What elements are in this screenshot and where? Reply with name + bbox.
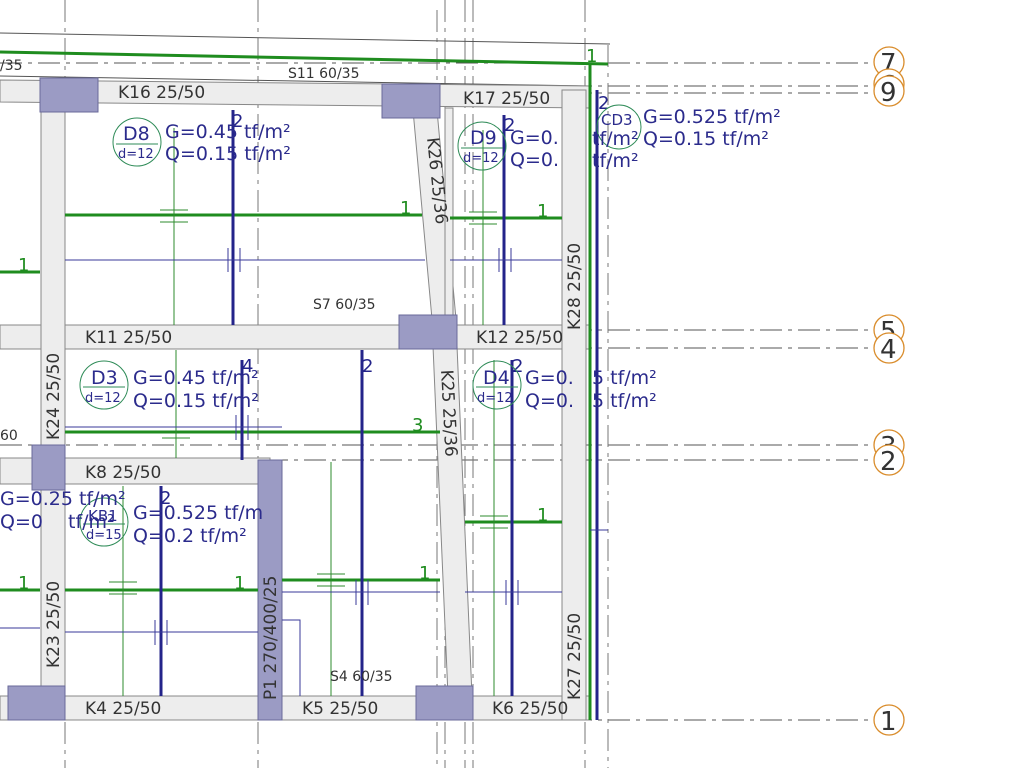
- dead-load: G=0.45 tf/m²: [133, 367, 259, 389]
- beam-label-k12: K12 25/50: [476, 328, 563, 348]
- dimension-lines: [0, 128, 608, 696]
- beam-label-k16: K16 25/50: [118, 83, 205, 103]
- slab-d4: D4 d=12 G=0. 5 tf/m² Q=0. 5 tf/m²: [472, 360, 657, 412]
- rebar-mark: 1: [586, 46, 597, 67]
- beam-label-s4: S4 60/35: [330, 669, 393, 685]
- rebar-mark: 1: [537, 201, 548, 222]
- beam-label-k11: K11 25/50: [85, 328, 172, 348]
- slab-d8: D8 d=12 G=0.45 tf/m² Q=0.15 tf/m²: [112, 117, 291, 167]
- rebar-navy: [159, 90, 599, 720]
- rebar-mark: 2: [504, 115, 515, 136]
- slab-id: D9: [470, 127, 497, 149]
- load-unit: tf/m²: [592, 150, 639, 172]
- slab-id: D4: [483, 367, 510, 389]
- rebar-mark: 2: [232, 111, 243, 132]
- dead-load: G=0.45 tf/m²: [165, 121, 291, 143]
- load-unit: tf/m²: [592, 128, 639, 150]
- beam-label-k28: K28 25/50: [565, 243, 585, 330]
- grid-bubble: [873, 332, 905, 364]
- grid-bubble: [873, 704, 905, 736]
- rebar-mark: 1: [234, 573, 245, 594]
- live-load: Q=0.15 tf/m²: [133, 390, 259, 412]
- slab-thickness: d=12: [85, 391, 121, 406]
- beam-label-k23: K23 25/50: [44, 581, 64, 668]
- dead-load: G=0.: [525, 367, 574, 389]
- live-load: Q=0.15 tf/m²: [165, 143, 291, 165]
- rebar-mark: 2: [598, 93, 609, 114]
- grid-label: 2: [880, 447, 897, 477]
- grid-label: 9: [880, 78, 897, 108]
- slab-thickness: d=12: [463, 151, 499, 166]
- rebar-mark: 1: [400, 198, 411, 219]
- column: [415, 685, 474, 721]
- beam-label-k6: K6 25/50: [492, 699, 568, 719]
- beam-k11: [0, 324, 591, 350]
- grid-bubbles: 7 6 9 5 4 3 2 1: [873, 46, 905, 737]
- live-load: Q=0.: [525, 390, 574, 412]
- beam-labels: S11 60/35 /35 K16 25/50 K17 25/50 S7 60/…: [0, 58, 585, 719]
- live-load-tail: tf/m²: [68, 511, 115, 533]
- column: [7, 685, 66, 721]
- beam-label-k24: K24 25/50: [44, 353, 64, 440]
- beam-label-k25: K25 25/36: [436, 369, 461, 457]
- slab-kb1: KB1 d=15 G=0.525 tf/m Q=0.2 tf/m²: [79, 497, 263, 547]
- slab-thickness: d=15: [86, 528, 122, 543]
- grid-label: 4: [880, 335, 897, 365]
- live-load: Q=0.: [510, 149, 559, 171]
- slab-thickness: d=12: [118, 147, 154, 162]
- column: [39, 77, 99, 113]
- beam-label-k8: K8 25/50: [85, 463, 161, 483]
- beam-label-p1: P1 270/400/25: [261, 576, 281, 700]
- rebar-mark: 2: [362, 356, 373, 377]
- beam-label-k4: K4 25/50: [85, 699, 161, 719]
- rebar-mark: 2: [160, 488, 171, 509]
- beam-k4: [0, 695, 591, 721]
- slab-left-partial: G=0.25 tf/m² Q=0 tf/m²: [0, 488, 126, 533]
- dead-load: G=0.25 tf/m²: [0, 488, 126, 510]
- rebar-mark: 1: [537, 505, 548, 526]
- beam-label-s11: S11 60/35: [288, 66, 360, 82]
- slab-id: CD3: [601, 111, 633, 129]
- dead-load: G=0.: [510, 127, 559, 149]
- slab-id: KB1: [88, 507, 118, 525]
- dead-load: G=0.525 tf/m: [133, 502, 263, 524]
- rebar-mark: 1: [419, 563, 430, 584]
- beam-label-k5: K5 25/50: [302, 699, 378, 719]
- beam-label-left-2: 60: [0, 428, 18, 444]
- grid-label: 1: [880, 707, 897, 737]
- slab-id: D3: [91, 367, 118, 389]
- rebar-green-marks: 1 1 1 1 3 1 1 1 1: [18, 46, 597, 594]
- grid-bubble: [873, 75, 905, 107]
- grid-bubble: [873, 444, 905, 476]
- rebar-mark: 4: [242, 356, 253, 377]
- rebar-mark: 3: [412, 415, 423, 436]
- live-load: Q=0: [0, 511, 43, 533]
- live-load-tail: 5 tf/m²: [592, 390, 657, 412]
- beam-k28: [561, 89, 587, 721]
- columns: [7, 77, 474, 721]
- dead-load: G=0.525 tf/m²: [643, 106, 781, 128]
- slab-thickness: d=12: [477, 391, 513, 406]
- column: [398, 314, 458, 350]
- live-load: Q=0.15 tf/m²: [643, 128, 769, 150]
- beam-label-k27: K27 25/50: [565, 613, 585, 700]
- beam-label-s7: S7 60/35: [313, 297, 376, 313]
- rebar-mark: 1: [18, 573, 29, 594]
- live-load: Q=0.2 tf/m²: [133, 525, 247, 547]
- slab-id: D8: [123, 123, 150, 145]
- column-p1: [257, 459, 283, 721]
- rebar-mark: 1: [18, 255, 29, 276]
- beam-label-k17: K17 25/50: [463, 89, 550, 109]
- rebar-navy-marks: 2 2 2 2 2 4 2: [160, 93, 609, 509]
- column: [381, 83, 441, 119]
- slab-d9: D9 d=12 G=0. Q=0.: [457, 121, 559, 171]
- dead-load-tail: 5 tf/m²: [592, 367, 657, 389]
- rebar-mark: 2: [512, 356, 523, 377]
- slab-cd3: CD3 G=0.525 tf/m² Q=0.15 tf/m² tf/m² tf/…: [592, 104, 781, 172]
- column: [31, 444, 66, 491]
- beam-label-left: /35: [0, 58, 23, 74]
- slab-d3: D3 d=12 G=0.45 tf/m² Q=0.15 tf/m²: [79, 360, 259, 412]
